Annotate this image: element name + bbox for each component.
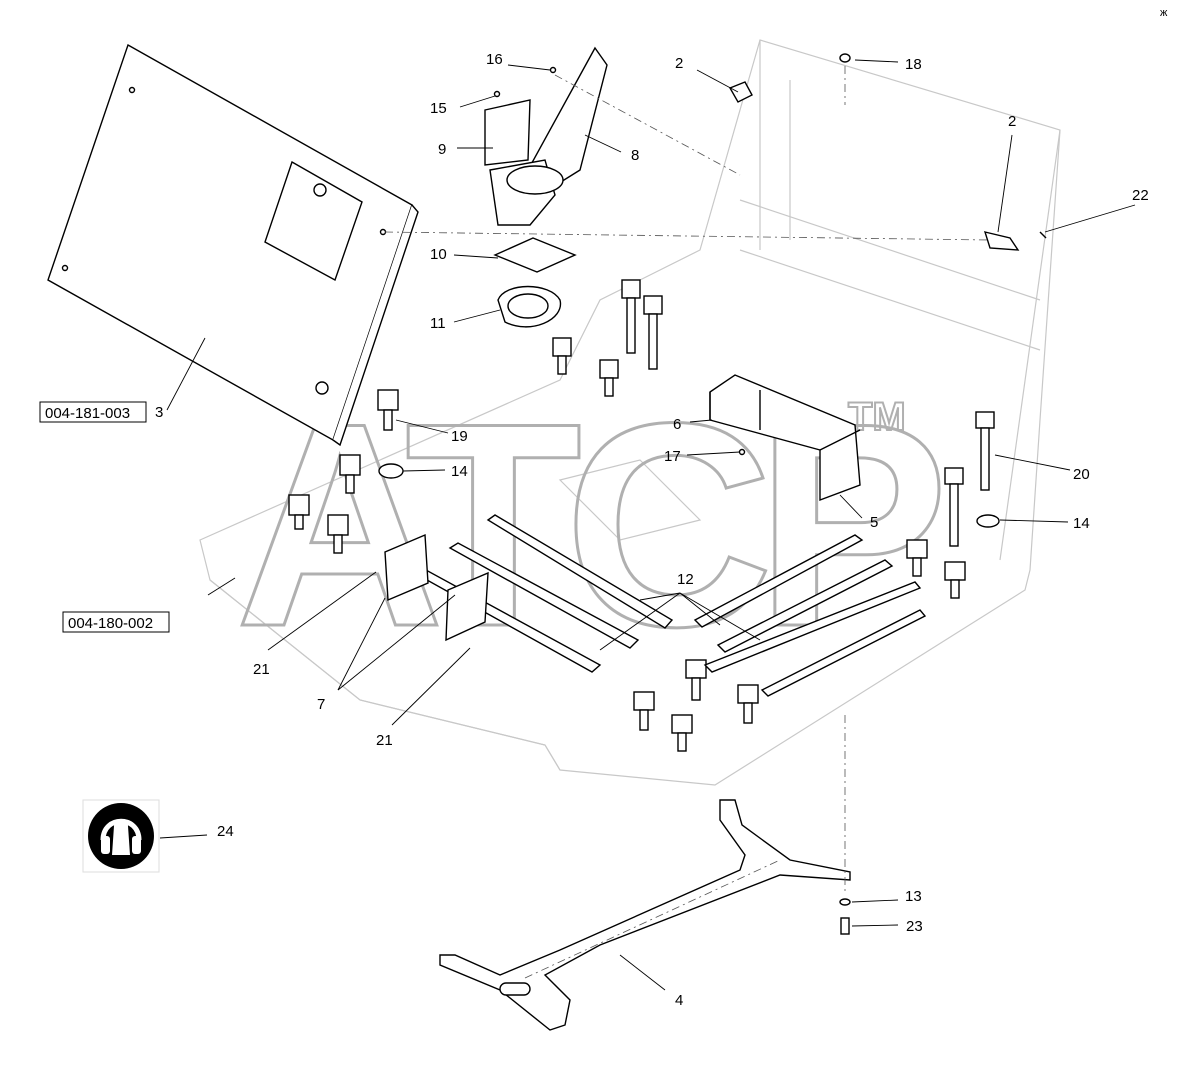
callout-2: 2 bbox=[1008, 113, 1016, 130]
svg-text:TM: TM bbox=[848, 395, 906, 439]
callout-12: 12 bbox=[677, 571, 694, 588]
cowl-assembly bbox=[484, 46, 608, 328]
callout-18: 18 bbox=[905, 56, 922, 73]
callout-21: 21 bbox=[376, 732, 393, 749]
callout-19: 19 bbox=[451, 428, 468, 445]
callout-7: 7 bbox=[317, 696, 325, 713]
callout-16: 16 bbox=[486, 51, 503, 68]
callout-2: 2 bbox=[675, 55, 683, 72]
svg-text:004-180-002: 004-180-002 bbox=[68, 615, 153, 632]
svg-text:ATCP: ATCP bbox=[235, 363, 941, 687]
leader-lines bbox=[159, 59, 1136, 991]
callout-11: 11 bbox=[430, 315, 446, 332]
svg-text:004-181-003: 004-181-003 bbox=[45, 405, 130, 422]
callout-9: 9 bbox=[438, 141, 446, 158]
callout-10: 10 bbox=[430, 246, 447, 263]
callout-14: 14 bbox=[1073, 515, 1090, 532]
fasteners-13-23 bbox=[839, 898, 851, 935]
callout-17: 17 bbox=[664, 448, 681, 465]
callout-21: 21 bbox=[253, 661, 270, 678]
brackets-and-fasteners bbox=[493, 53, 1047, 456]
callout-4: 4 bbox=[675, 992, 683, 1009]
center-lines bbox=[384, 66, 991, 895]
plates-part-7 bbox=[384, 533, 489, 642]
callout-6: 6 bbox=[673, 416, 681, 433]
callouts: 2 2 3 4 5 6 7 8 9 10 11 12 13 14 14 15 1… bbox=[155, 51, 1149, 1009]
callout-22: 22 bbox=[1132, 187, 1149, 204]
watermark: ATCP TM bbox=[234, 362, 961, 689]
callout-24: 24 bbox=[217, 823, 234, 840]
callout-20: 20 bbox=[1073, 466, 1090, 483]
callout-23: 23 bbox=[906, 918, 923, 935]
panel-part-3 bbox=[47, 43, 419, 447]
reference-box-004-181-003: 004-181-003 bbox=[39, 401, 147, 423]
callout-14: 14 bbox=[451, 463, 468, 480]
callout-3: 3 bbox=[155, 404, 163, 421]
ear-protection-icon bbox=[82, 799, 160, 873]
mount-bracket-part-6 bbox=[709, 374, 861, 502]
reference-box-004-180-002: 004-180-002 bbox=[62, 611, 170, 633]
strips bbox=[416, 514, 927, 697]
callout-15: 15 bbox=[430, 100, 447, 117]
corner-mark: ж bbox=[1160, 7, 1168, 19]
callout-5: 5 bbox=[870, 514, 878, 531]
callout-13: 13 bbox=[905, 888, 922, 905]
callout-8: 8 bbox=[631, 147, 639, 164]
crossmember-part-4 bbox=[439, 799, 851, 1031]
bolts bbox=[288, 279, 1000, 752]
